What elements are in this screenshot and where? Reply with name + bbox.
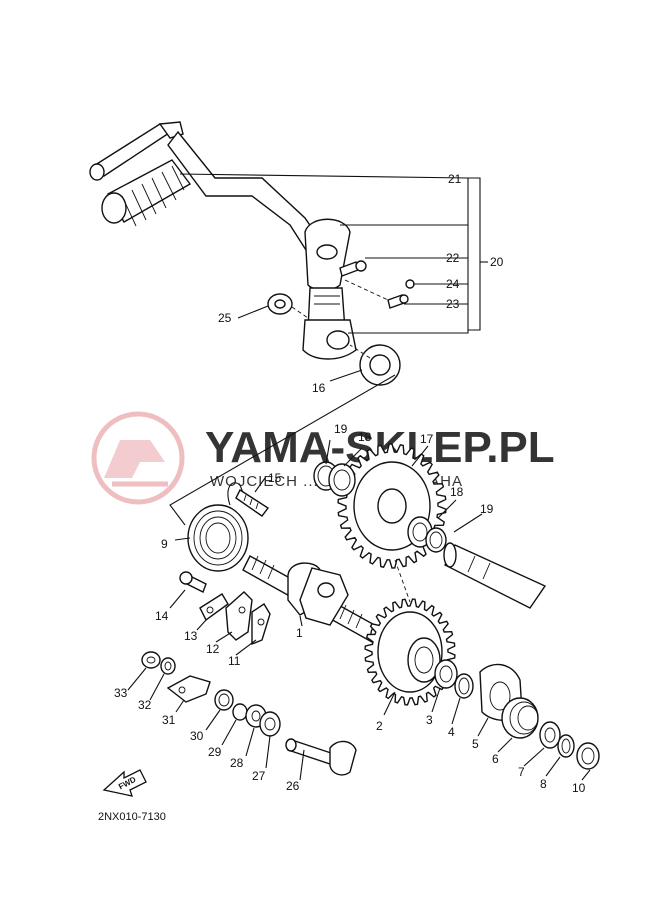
callout-31: 31: [162, 713, 176, 727]
washer-18a: [328, 463, 356, 497]
callout-2: 2: [376, 719, 383, 733]
torsion-spring-9: [187, 482, 249, 572]
ball-24: [405, 279, 415, 289]
callout-4: 4: [448, 725, 455, 739]
callout-1: 1: [296, 626, 303, 640]
shaft-stub: [443, 542, 547, 609]
callout-13: 13: [184, 629, 198, 643]
callout-28: 28: [230, 756, 244, 770]
callout-8: 8: [540, 777, 547, 791]
callout-25: 25: [218, 311, 232, 325]
washer-32: [160, 657, 176, 675]
washer-7: [539, 721, 561, 749]
washer-10: [576, 742, 600, 770]
callout-19a: 19: [334, 422, 348, 436]
kick-pedal-arm: [89, 121, 357, 360]
pin-15: [235, 488, 270, 517]
circlip-8: [557, 734, 575, 758]
callout-27: 27: [252, 769, 266, 783]
callout-26: 26: [286, 779, 300, 793]
plate-13: [199, 593, 229, 622]
circlip-4: [454, 673, 474, 699]
callout-30: 30: [190, 729, 204, 743]
callout-33: 33: [114, 686, 128, 700]
washer-25: [267, 293, 293, 315]
plate-12: [225, 591, 253, 641]
bolt-22: [339, 260, 367, 277]
callout-6: 6: [492, 752, 499, 766]
callout-24: 24: [446, 277, 460, 291]
callout-10: 10: [572, 781, 586, 795]
callout-32: 32: [138, 698, 152, 712]
watermark-logo-icon: [91, 411, 185, 505]
clip-29: [232, 703, 248, 721]
callout-17: 17: [420, 432, 434, 446]
callout-5: 5: [472, 737, 479, 751]
bolt-14: [179, 571, 207, 593]
callout-20: 20: [490, 255, 504, 269]
callout-22: 22: [446, 251, 460, 265]
callout-12: 12: [206, 642, 220, 656]
callout-16: 16: [312, 381, 326, 395]
callout-18a: 18: [358, 430, 372, 444]
leader-lines-bottom: [127, 439, 591, 781]
callout-23: 23: [446, 297, 460, 311]
oil-seal-16: [359, 344, 401, 386]
assembly-outline: [169, 374, 396, 526]
callout-19b: 19: [480, 502, 494, 516]
callout-29: 29: [208, 745, 222, 759]
lever-shaft-26: [285, 738, 357, 776]
spring-6: [501, 697, 539, 739]
callout-11: 11: [228, 654, 241, 668]
bolt-23: [387, 294, 409, 309]
plate-11: [251, 603, 271, 646]
diagram-code: 2NX010-7130: [98, 811, 166, 823]
kick-pedal-grip: [101, 159, 192, 227]
circlip-19b: [425, 527, 447, 553]
callout-14: 14: [155, 609, 169, 623]
fwd-direction-icon: FWD: [102, 769, 147, 797]
seal-27: [259, 711, 281, 737]
nut-33: [141, 651, 161, 669]
leader-lines-top: [179, 173, 488, 382]
callout-9: 9: [161, 537, 168, 551]
callout-labels: 21 22 20 24 23 25 16 19 18 17 15 18 19 9…: [114, 172, 586, 795]
seal-30: [214, 689, 234, 711]
bracket-31: [166, 675, 211, 703]
gear-2: [364, 598, 456, 706]
callout-7: 7: [518, 765, 525, 779]
callout-18b: 18: [450, 485, 464, 499]
callout-21: 21: [448, 172, 462, 186]
callout-3: 3: [426, 713, 433, 727]
callout-15: 15: [268, 471, 282, 485]
washer-3: [434, 659, 458, 689]
